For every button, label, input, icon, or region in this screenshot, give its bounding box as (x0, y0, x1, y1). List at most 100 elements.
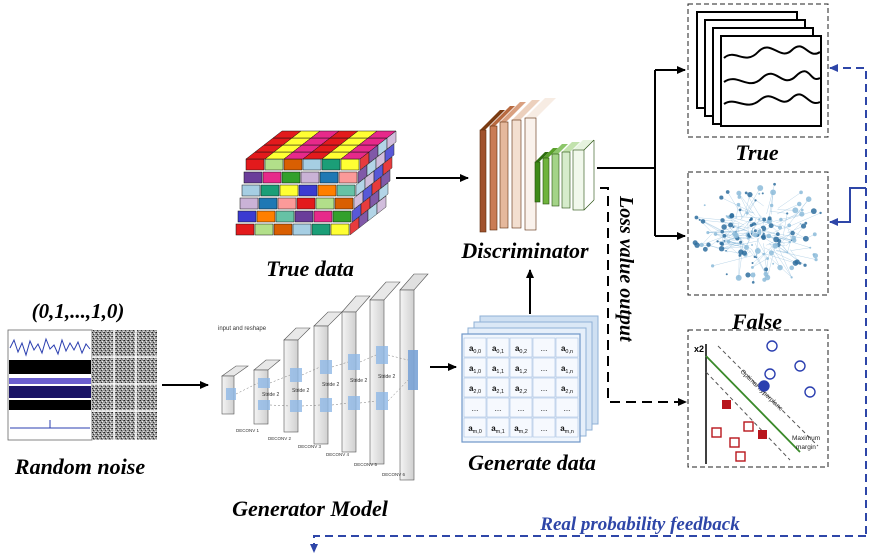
graph-node (750, 265, 754, 269)
svm-support-vector-circle (758, 380, 770, 392)
graph-edge (769, 210, 788, 214)
loss-value-output-label: Loss value output (615, 195, 637, 343)
matrix-cell (555, 397, 579, 418)
noise-signal-image (7, 329, 93, 441)
matrix-cell-value: am,0 (468, 424, 482, 435)
cube-block (336, 184, 356, 197)
matrix-cell (555, 377, 579, 398)
feedback-arrow-to-false (829, 187, 866, 226)
graph-node (775, 232, 780, 237)
cube-block (279, 184, 299, 197)
graph-node (762, 252, 765, 256)
false-output-box: False (687, 171, 829, 334)
generator-layer-5 (341, 295, 371, 453)
graph-node (800, 208, 804, 212)
graph-node (763, 271, 769, 277)
graph-edge (777, 192, 802, 209)
matrix-cell (532, 417, 556, 438)
cube-block (378, 182, 389, 202)
generator-layer-4 (313, 311, 343, 445)
graph-edge (778, 241, 790, 244)
graph-edge (739, 209, 743, 220)
discriminator-brown-layers (479, 98, 556, 233)
matrix-cell-value: a2,n (561, 384, 573, 395)
graph-edge (767, 230, 792, 241)
generator-model-label: Generator Model (232, 496, 389, 521)
stride-label-2: Stride 2 (292, 388, 309, 394)
matrix-cell-value: am,n (560, 424, 574, 435)
generate-data-label: Generate data (468, 450, 596, 475)
graph-node (790, 239, 793, 242)
generator-layer-2 (253, 359, 281, 425)
svm-margin-label-2: margin (796, 444, 816, 451)
true-data-label: True data (266, 256, 354, 281)
random-noise-block: (0,1,...,1,0) Random noise (7, 299, 157, 479)
graph-edge (776, 210, 814, 223)
graph-node (758, 192, 761, 195)
graph-node (809, 246, 812, 249)
graph-node (744, 191, 748, 195)
graph-hub (749, 225, 763, 239)
cube-block (262, 171, 282, 184)
discriminator-network: Discriminator (460, 98, 595, 263)
cube-block (243, 171, 263, 184)
cube-block (275, 210, 295, 223)
graph-node (725, 190, 730, 194)
svm-point-circle (764, 368, 776, 380)
graph-node (768, 223, 774, 229)
matrix-cell-value: ... (541, 344, 548, 353)
cube-block (264, 158, 284, 171)
matrix-cell-value: ... (541, 364, 548, 373)
graph-node (803, 263, 807, 267)
cube-block (283, 158, 303, 171)
graph-edge (705, 235, 725, 250)
graph-edge (702, 221, 721, 231)
matrix-cell (486, 357, 510, 378)
matrix-cell (509, 397, 533, 418)
graph-node (753, 229, 757, 233)
cube-block (386, 130, 397, 150)
graph-node (766, 257, 769, 260)
cube-block (294, 210, 314, 223)
graph-edge (752, 243, 775, 268)
graph-node (787, 223, 792, 228)
graph-edge (768, 225, 790, 235)
graph-edge (763, 243, 768, 278)
stride-label-1: Stride 2 (262, 392, 279, 398)
graph-node (758, 218, 761, 221)
graph-node (735, 274, 742, 281)
graph-node (722, 234, 727, 238)
graph-node (736, 202, 741, 207)
graph-node (800, 223, 807, 229)
graph-edge (735, 228, 748, 233)
graph-node (819, 211, 822, 215)
cube-block (321, 158, 341, 171)
matrix-cell (463, 357, 487, 378)
matrix-cell-value: ... (495, 404, 502, 413)
svm-point-square (711, 427, 722, 438)
cube-block (319, 171, 339, 184)
graph-edge (712, 255, 753, 267)
graph-node (744, 245, 749, 250)
graph-node (812, 253, 816, 256)
cube-block (292, 223, 312, 236)
graph-edge (773, 236, 811, 248)
graph-node (792, 207, 799, 214)
matrix-cell-value: a1,1 (492, 364, 504, 375)
matrix-cell-value: a2,0 (469, 384, 481, 395)
matrix-cell (463, 417, 487, 438)
matrix-cell-value: a0,0 (469, 344, 481, 355)
cube-block (313, 210, 333, 223)
matrix-cell (555, 417, 579, 438)
true-output-box: True (687, 3, 829, 165)
graph-node (751, 243, 754, 247)
graph-edge (731, 215, 765, 219)
svm-margin-label-1: Maximum (792, 435, 820, 442)
graph-edge (767, 242, 777, 278)
graph-node (753, 255, 756, 258)
graph-node (773, 182, 776, 186)
graph-node (716, 240, 719, 243)
graph-node (745, 272, 751, 278)
matrix-cell (509, 377, 533, 398)
